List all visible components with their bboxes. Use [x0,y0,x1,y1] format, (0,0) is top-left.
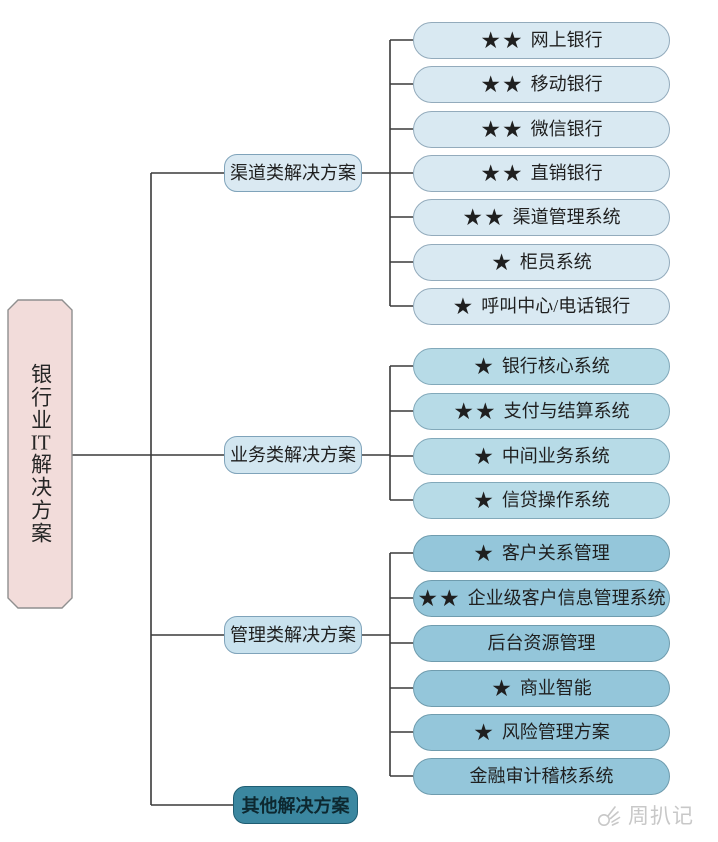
star-rating-icon: ★ [491,675,513,701]
leaf-node: ★ 中间业务系统 [413,437,670,475]
leaf-node: ★ 风险管理方案 [413,713,670,751]
star-rating-icon: ★★ [462,204,506,230]
category-label: 业务类解决方案 [230,445,356,465]
node-other-solutions: 其他解决方案 [233,786,358,824]
star-rating-icon: ★★ [453,398,497,424]
leaf-node: ★★ 直销银行 [413,154,670,192]
leaf-label: 微信银行 [530,119,603,139]
root-node: 银行业IT解决方案 [8,300,72,608]
leaf-label: 风险管理方案 [501,722,610,742]
leaf-label: 网上银行 [530,30,603,50]
star-rating-icon: ★ [491,249,513,275]
leaf-label: 银行核心系统 [501,356,610,376]
leaf-label: 移动银行 [530,74,603,94]
leaf-node: ★★ 网上银行 [413,21,670,59]
category-label: 管理类解决方案 [230,625,356,645]
leaf-node: ★★ 支付与结算系统 [413,392,670,430]
leaf-label: 中间业务系统 [501,446,610,466]
star-rating-icon: ★ [473,443,495,469]
leaf-label: 金融审计稽核系统 [469,766,614,786]
star-rating-icon: ★★ [480,27,524,53]
watermark-label: 周扒记 [628,805,694,828]
category-channel-solutions: 渠道类解决方案 [224,154,362,192]
star-rating-icon: ★★ [480,71,524,97]
leaf-node: ★ 客户关系管理 [413,534,670,572]
leaf-node: ★ 呼叫中心/电话银行 [413,287,670,325]
category-label: 渠道类解决方案 [230,163,356,183]
star-rating-icon: ★ [473,487,495,513]
star-rating-icon: ★ [452,293,475,319]
leaf-label: 企业级客户信息管理系统 [467,588,666,608]
leaf-node: ★★ 渠道管理系统 [413,198,670,236]
leaf-label: 柜员系统 [519,252,592,272]
star-rating-icon: ★★ [417,585,461,611]
star-rating-icon: ★★ [480,116,524,142]
ok-hand-icon [598,806,621,826]
leaf-node: ★ 柜员系统 [413,243,670,281]
leaf-label: 直销银行 [530,163,603,183]
watermark: 周扒记 [594,800,694,830]
leaf-node: ★★ 微信银行 [413,110,670,148]
tree-connector-path [72,39,413,806]
leaf-node: ★ 银行核心系统 [413,347,670,385]
leaf-node: ★★ 企业级客户信息管理系统 [413,579,670,617]
leaf-node: ★ 商业智能 [413,669,670,707]
leaf-label: 支付与结算系统 [503,401,630,421]
star-rating-icon: ★★ [480,160,524,186]
leaf-label: 后台资源管理 [487,633,596,653]
leaf-label: 渠道管理系统 [512,207,621,227]
leaf-node: ★★ 移动银行 [413,65,670,103]
leaf-label: 呼叫中心/电话银行 [481,296,631,316]
leaf-node: 金融审计稽核系统 [413,757,670,795]
root-title: 银行业IT解决方案 [26,363,53,545]
root-title-part: IT [30,432,51,453]
leaf-node: 后台资源管理 [413,624,670,662]
star-rating-icon: ★ [473,540,495,566]
leaf-label: 信贷操作系统 [501,490,610,510]
star-rating-icon: ★ [473,353,495,379]
leaf-label: 客户关系管理 [501,543,610,563]
root-title-part: 银行业 [28,363,53,432]
category-management-solutions: 管理类解决方案 [224,616,362,654]
leaf-node: ★ 信贷操作系统 [413,481,670,519]
root-title-part: 解决方案 [28,453,53,545]
leaf-label: 商业智能 [519,678,592,698]
root-node-shape [7,299,73,609]
star-rating-icon: ★ [473,719,495,745]
other-solutions-label: 其他解决方案 [241,796,350,816]
category-business-solutions: 业务类解决方案 [224,436,362,474]
